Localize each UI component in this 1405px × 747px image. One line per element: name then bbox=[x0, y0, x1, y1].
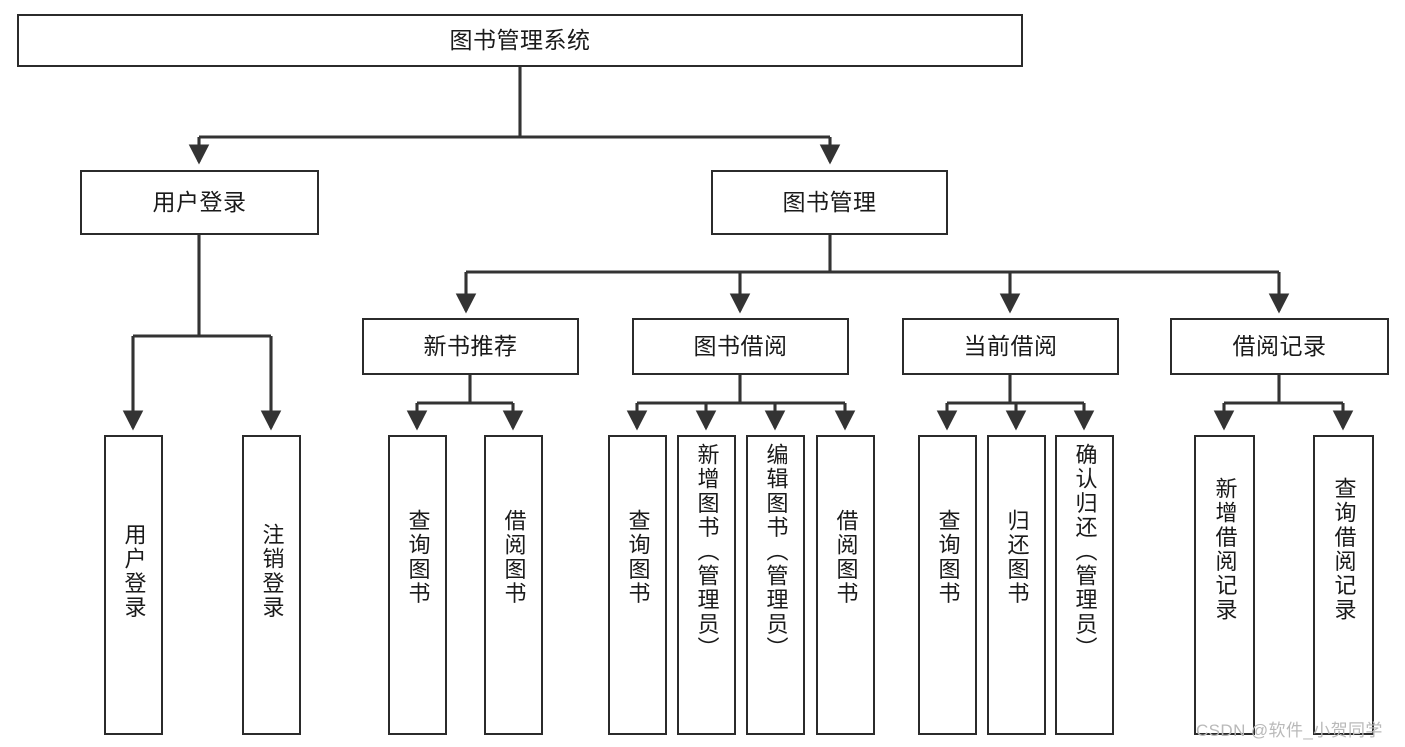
node-book-borrow[interactable]: 图书借阅 bbox=[632, 318, 849, 375]
node-leaf-add-record-label: 新增借阅记录 bbox=[1212, 477, 1238, 623]
node-leaf-return-book-label: 归还图书 bbox=[1004, 509, 1030, 606]
node-leaf-borrow-book-1-label: 借阅图书 bbox=[501, 509, 527, 606]
node-leaf-borrow-book-1[interactable]: 借阅图书 bbox=[484, 435, 543, 735]
node-current-borrow[interactable]: 当前借阅 bbox=[902, 318, 1119, 375]
node-root-label: 图书管理系统 bbox=[449, 26, 591, 53]
node-leaf-confirm-return-label: 确认归还（管理员） bbox=[1072, 443, 1098, 661]
node-leaf-add-book[interactable]: 新增图书（管理员） bbox=[677, 435, 736, 735]
node-leaf-return-book[interactable]: 归还图书 bbox=[987, 435, 1046, 735]
node-leaf-borrow-book-2[interactable]: 借阅图书 bbox=[816, 435, 875, 735]
node-leaf-query-book-1[interactable]: 查询图书 bbox=[388, 435, 447, 735]
node-leaf-add-record[interactable]: 新增借阅记录 bbox=[1194, 435, 1255, 735]
node-leaf-query-record[interactable]: 查询借阅记录 bbox=[1313, 435, 1374, 735]
node-borrow-record-label: 借阅记录 bbox=[1232, 332, 1327, 359]
node-new-book-rec-label: 新书推荐 bbox=[423, 332, 518, 359]
node-leaf-query-book-3[interactable]: 查询图书 bbox=[918, 435, 977, 735]
node-borrow-record[interactable]: 借阅记录 bbox=[1170, 318, 1389, 375]
node-leaf-borrow-book-2-label: 借阅图书 bbox=[833, 509, 859, 606]
node-book-manage-label: 图书管理 bbox=[782, 188, 877, 215]
node-leaf-query-record-label: 查询借阅记录 bbox=[1331, 477, 1357, 623]
node-leaf-user-login[interactable]: 用户登录 bbox=[104, 435, 163, 735]
node-leaf-user-login-label: 用户登录 bbox=[121, 523, 147, 620]
node-leaf-logout-login[interactable]: 注销登录 bbox=[242, 435, 301, 735]
node-leaf-edit-book-label: 编辑图书（管理员） bbox=[763, 443, 789, 661]
node-current-borrow-label: 当前借阅 bbox=[963, 332, 1058, 359]
node-leaf-confirm-return[interactable]: 确认归还（管理员） bbox=[1055, 435, 1114, 735]
watermark-text: CSDN @软件_小贺同学 bbox=[1196, 721, 1383, 740]
node-user-login[interactable]: 用户登录 bbox=[80, 170, 319, 235]
node-new-book-rec[interactable]: 新书推荐 bbox=[362, 318, 579, 375]
node-leaf-query-book-3-label: 查询图书 bbox=[935, 509, 961, 606]
node-leaf-query-book-1-label: 查询图书 bbox=[405, 509, 431, 606]
node-leaf-query-book-2-label: 查询图书 bbox=[625, 509, 651, 606]
node-leaf-edit-book[interactable]: 编辑图书（管理员） bbox=[746, 435, 805, 735]
node-root[interactable]: 图书管理系统 bbox=[17, 14, 1023, 67]
node-book-borrow-label: 图书借阅 bbox=[693, 332, 788, 359]
node-user-login-label: 用户登录 bbox=[152, 188, 247, 215]
node-leaf-add-book-label: 新增图书（管理员） bbox=[694, 443, 720, 661]
node-book-manage[interactable]: 图书管理 bbox=[711, 170, 948, 235]
node-leaf-logout-login-label: 注销登录 bbox=[259, 523, 285, 620]
node-leaf-query-book-2[interactable]: 查询图书 bbox=[608, 435, 667, 735]
